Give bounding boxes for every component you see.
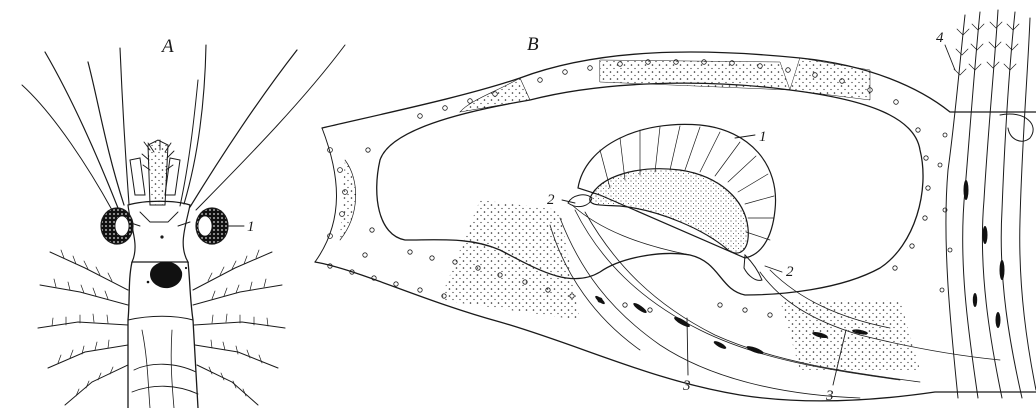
callout-b-4: 4 bbox=[936, 30, 944, 46]
callout-b-2-right: 2 bbox=[786, 264, 794, 280]
panel-a-label: A bbox=[160, 36, 174, 57]
callout-b-3-right: 3 bbox=[825, 388, 834, 404]
panel-a-shrimp-drawing bbox=[22, 45, 345, 408]
callout-b-3-left: 3 bbox=[682, 378, 691, 394]
callout-b-1: 1 bbox=[759, 129, 767, 145]
panel-b-label: B bbox=[527, 34, 539, 55]
callout-a-1: 1 bbox=[247, 219, 255, 235]
panel-b-statocyst-section bbox=[315, 10, 1036, 401]
statolith-mass bbox=[590, 169, 748, 253]
callout-b-2-left: 2 bbox=[547, 192, 555, 208]
